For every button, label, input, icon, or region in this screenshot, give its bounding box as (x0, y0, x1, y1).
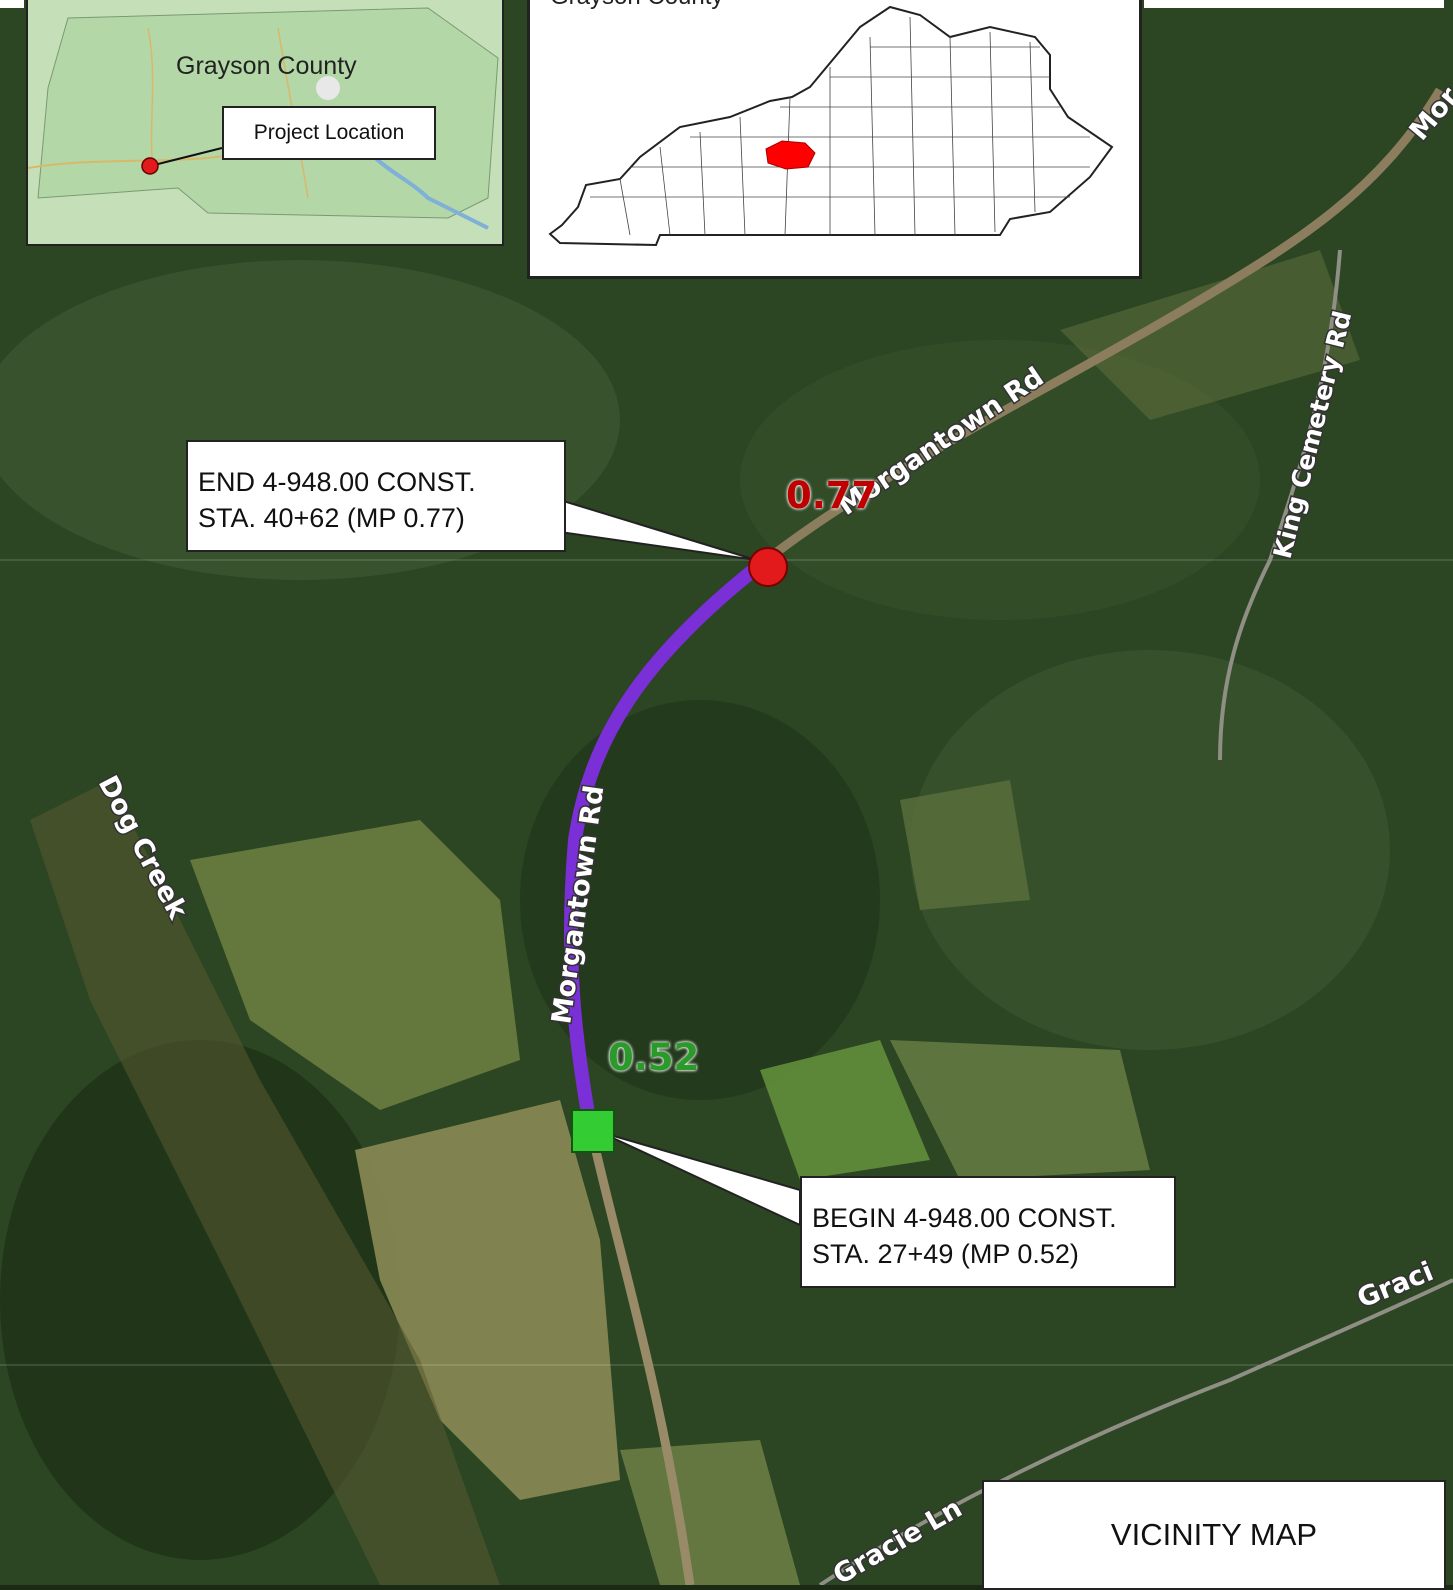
inset-county-label: Grayson County (176, 52, 357, 80)
road-morgantown (757, 87, 1444, 569)
forest-patch (520, 700, 880, 1100)
end-callout-line1: END 4-948.00 CONST. (198, 467, 476, 497)
road-gracie-ln (818, 1278, 1453, 1585)
county-inset-map: Grayson County Project Location (26, 0, 504, 246)
end-marker (748, 547, 788, 587)
field (620, 1440, 800, 1585)
field (190, 820, 520, 1110)
end-callout-line2: STA. 40+62 (MP 0.77) (198, 503, 465, 533)
map-title-box: VICINITY MAP (982, 1480, 1446, 1590)
state-inset-map: Grayson County (527, 0, 1142, 279)
road-king-cemetery (1218, 249, 1342, 761)
begin-marker (571, 1109, 615, 1153)
begin-callout-line1: BEGIN 4-948.00 CONST. (812, 1203, 1117, 1233)
kentucky-outline (548, 5, 1114, 247)
begin-callout: BEGIN 4-948.00 CONST. STA. 27+49 (MP 0.5… (800, 1176, 1176, 1288)
field (890, 1040, 1150, 1180)
project-location-callout: Project Location (222, 106, 436, 160)
milepost-begin-label: 0.52 (608, 1036, 700, 1079)
field (355, 1100, 620, 1500)
field (1060, 250, 1360, 420)
milepost-end-label: 0.77 (786, 474, 878, 517)
forest-patch (910, 650, 1390, 1050)
project-route (563, 558, 767, 1132)
field (900, 780, 1030, 910)
grayson-county-highlight (765, 140, 816, 170)
top-border-left (0, 0, 24, 8)
field (760, 1040, 930, 1180)
end-callout: END 4-948.00 CONST. STA. 40+62 (MP 0.77) (186, 440, 566, 552)
top-border-right (1144, 0, 1444, 8)
project-location-dot (141, 157, 159, 175)
map-title: VICINITY MAP (1110, 1517, 1318, 1552)
road-morgantown-south (585, 1124, 695, 1585)
forest-patch (740, 340, 1260, 620)
begin-callout-line2: STA. 27+49 (MP 0.52) (812, 1239, 1079, 1269)
state-inset-title: Grayson County (550, 0, 723, 11)
creek-corridor (30, 780, 500, 1585)
